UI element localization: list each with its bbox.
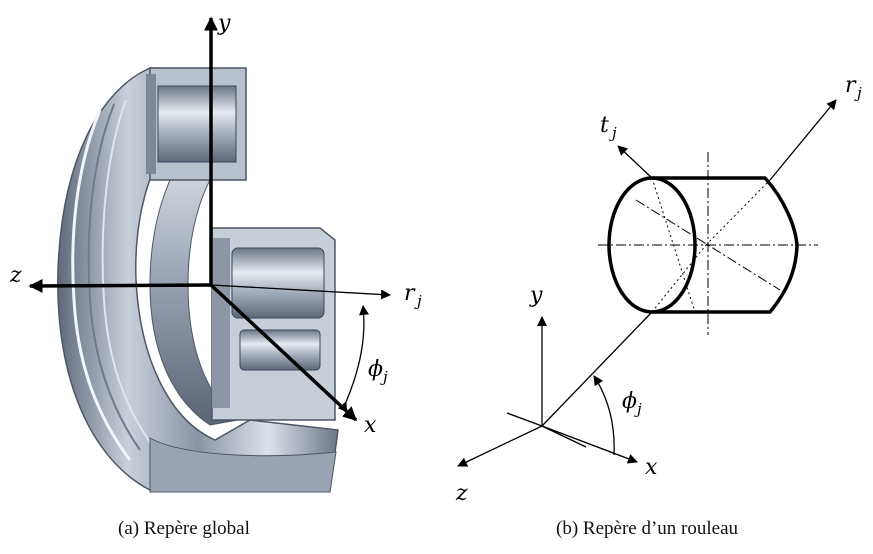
label-y-global: y <box>217 11 231 36</box>
label-t-sub-roller: j <box>609 124 617 142</box>
z-axis-arrow-roller <box>457 425 543 467</box>
r-axis-arrow-roller-upper <box>769 99 837 181</box>
global-axes <box>28 16 391 422</box>
label-phi-sub-roller: j <box>634 400 642 418</box>
label-r-roller: r <box>845 73 857 98</box>
label-t-roller: t <box>600 113 609 138</box>
z-axis-arrow <box>28 278 212 293</box>
roller-axes <box>457 99 837 467</box>
label-z-roller: z <box>455 481 468 506</box>
bearing-illustration <box>57 67 339 493</box>
x-axis-arrow <box>209 283 358 422</box>
label-x-global: x <box>364 413 377 438</box>
x-axis-arrow-roller <box>541 425 638 464</box>
roller-drawing <box>598 152 818 335</box>
label-r-sub-roller: j <box>854 84 862 102</box>
phi-angle-arc-roller <box>593 375 615 456</box>
label-r-global: r <box>404 281 416 306</box>
phi-angle-arc <box>337 305 369 413</box>
caption-b: (b) Repère d’un rouleau <box>556 518 739 539</box>
roller-body <box>652 176 799 314</box>
label-z-global: z <box>9 263 22 288</box>
label-y-roller: y <box>529 283 543 308</box>
r-axis-arrow-roller <box>541 311 653 427</box>
caption-a: (a) Repère global <box>118 518 250 539</box>
label-x-roller: x <box>645 455 658 480</box>
r-axis-arrow <box>210 284 391 300</box>
label-phi-roller: ϕ <box>622 389 637 414</box>
t-axis-arrow <box>617 145 653 179</box>
label-phi-global: ϕ <box>368 357 383 382</box>
label-r-sub-global: j <box>414 292 422 310</box>
label-phi-sub-global: j <box>380 368 388 386</box>
